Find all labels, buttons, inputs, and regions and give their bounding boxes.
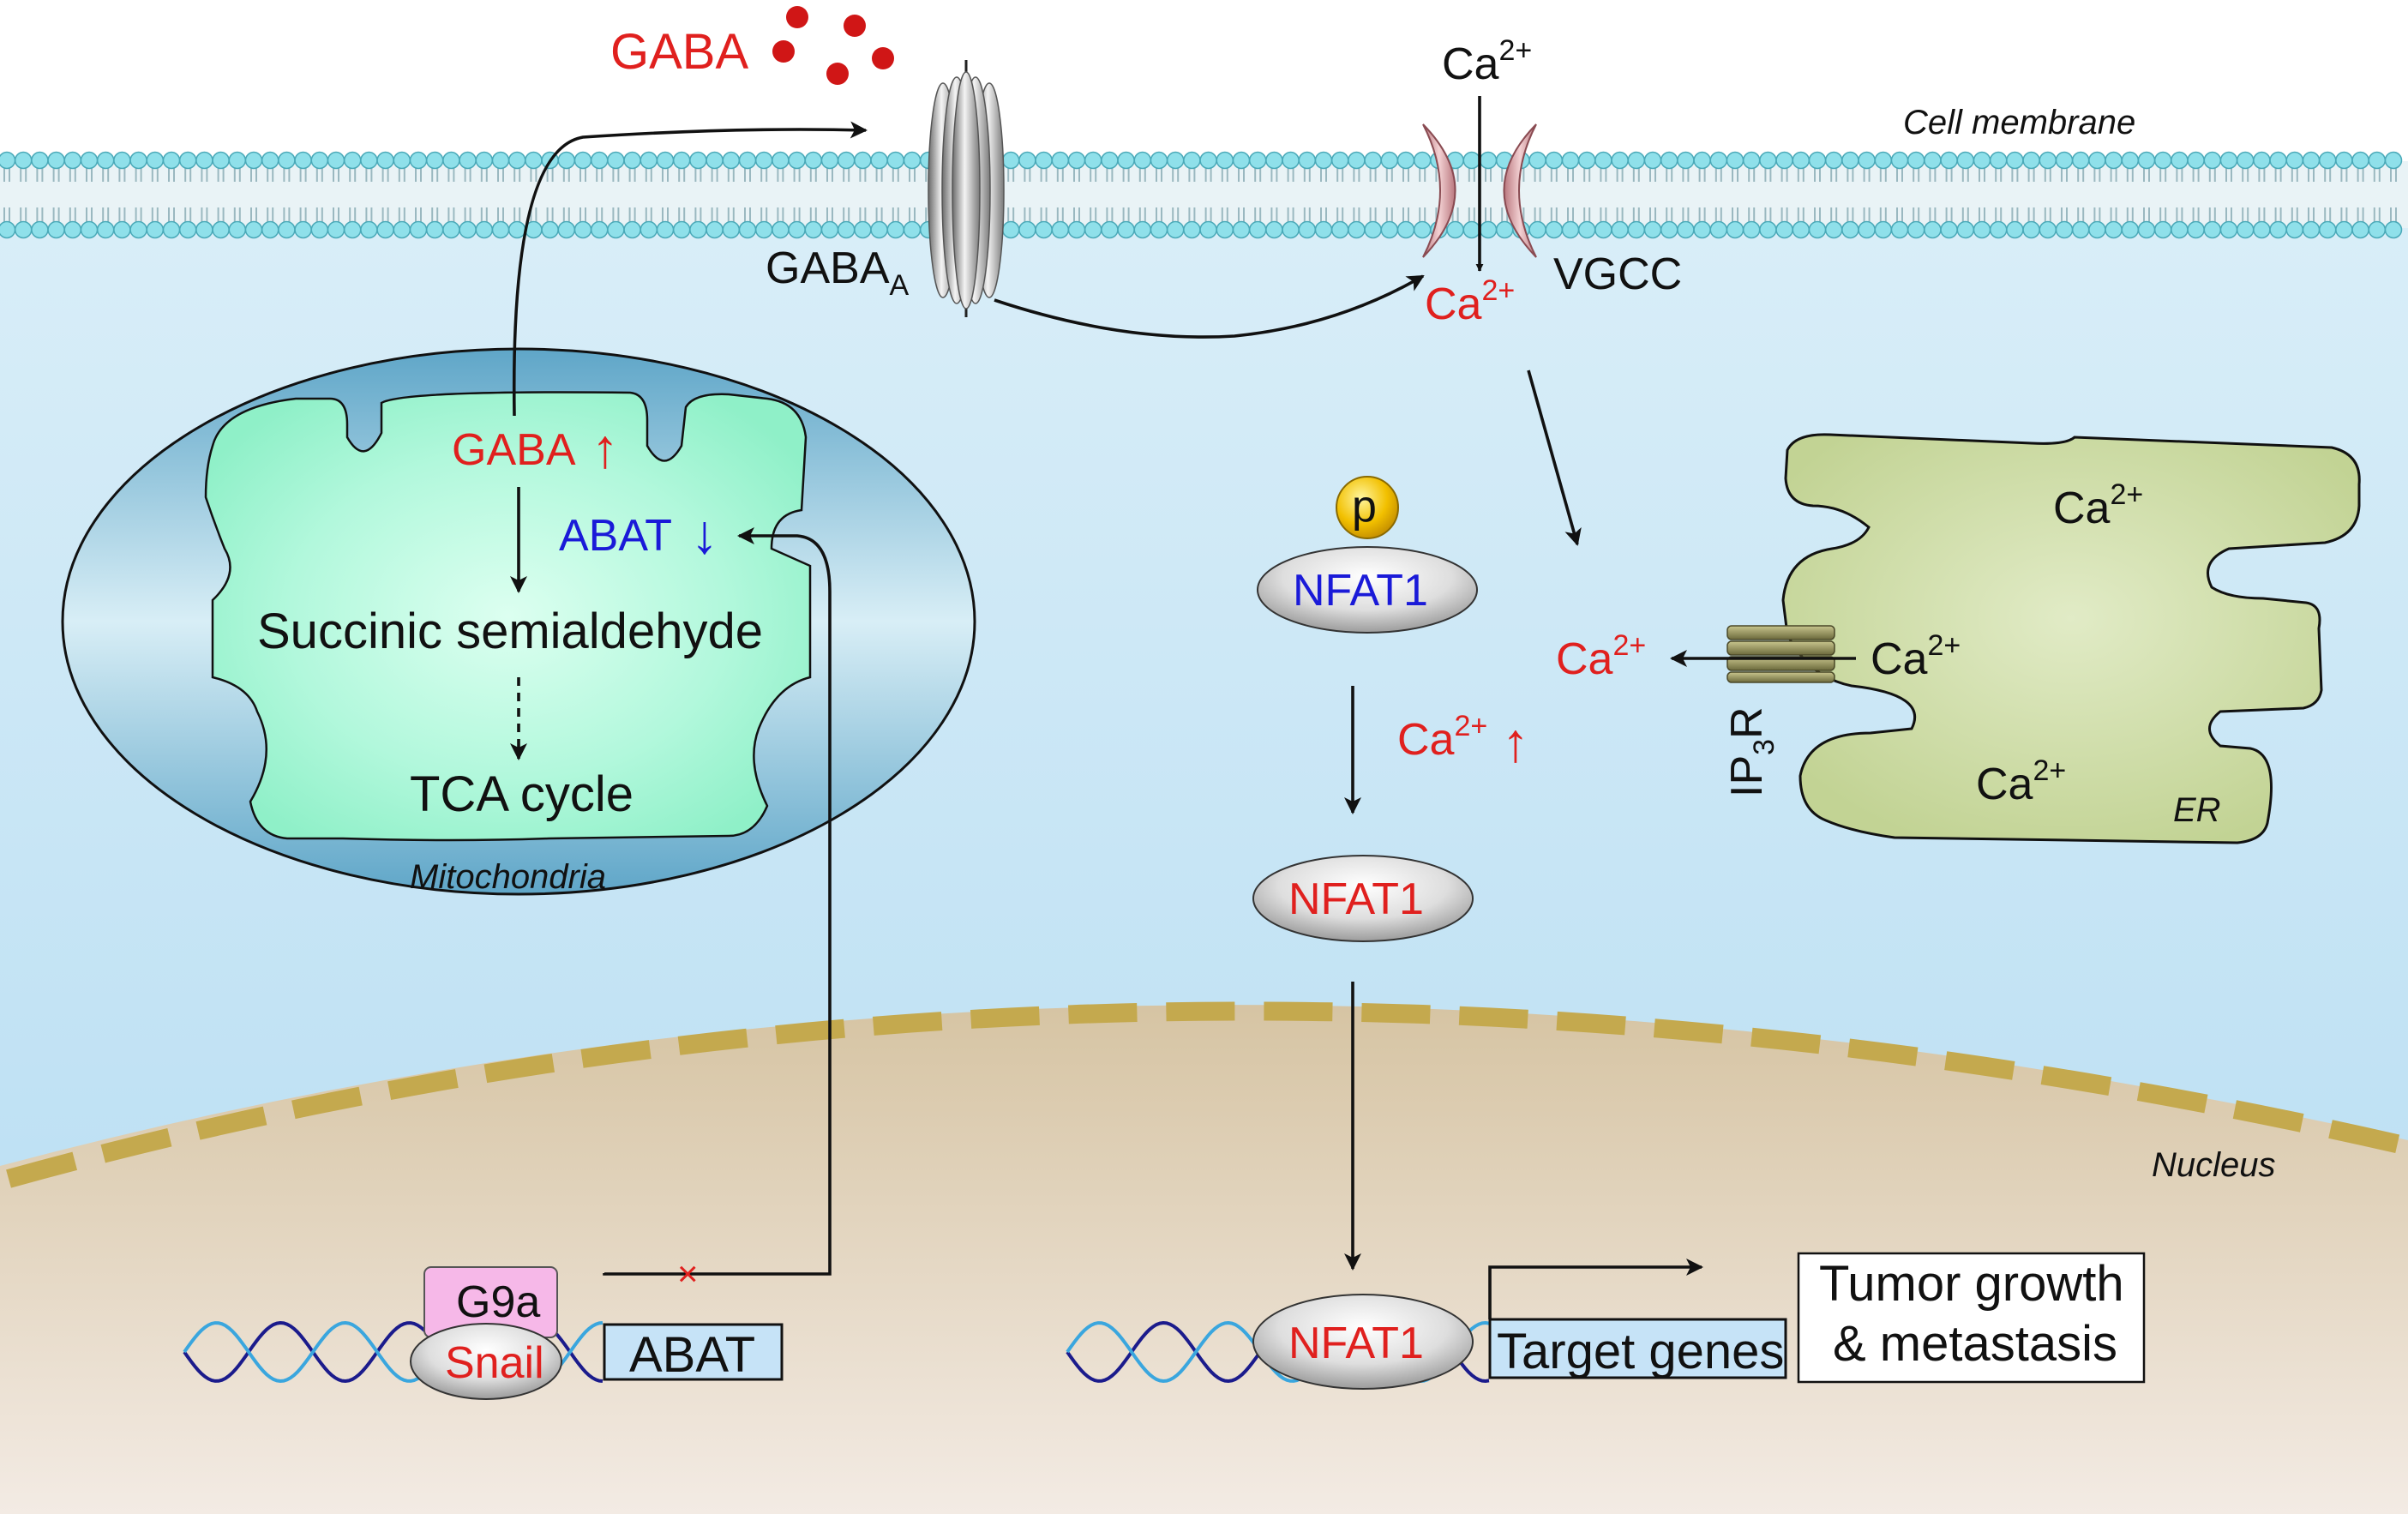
gaba-a-to-vgcc-arrow [994,274,1425,339]
tumor-outcome-line1: Tumor growth [1819,1256,2124,1312]
cell-membrane [0,151,2408,239]
nfat1-phosphorylated-label: NFAT1 [1293,566,1428,616]
ca-to-cytosol-arrow [1527,369,1582,546]
nfat1-nuclear-label: NFAT1 [1288,1319,1424,1368]
mito-abat-label: ABAT [559,511,672,561]
ip3r-label: IP3R [1722,706,1780,797]
nfat1-phosphorylated [1257,546,1478,634]
succinic-semialdehyde-label: Succinic semialdehyde [257,604,763,659]
ca-increase-label: Ca2+ [1397,710,1487,765]
target-genes-box [1488,1318,1787,1379]
vgcc-channel [1422,123,1537,258]
ca-vgcc-label: Ca2+ [1425,274,1515,329]
abat-gene-box [603,1323,784,1381]
gaba-a-label: GABAA [766,243,910,302]
er-ca-top-label: Ca2+ [2053,478,2143,533]
phosphate-label: p [1352,482,1377,532]
tca-cycle-label: TCA cycle [410,766,634,822]
nuclear-envelope [6,1001,2403,1188]
g9a-label: G9a [456,1277,540,1327]
gaba-up-arrow-icon: ↑ [591,418,619,479]
blocked-transcription-icon: × [677,1253,699,1294]
gaba-extracellular-label: GABA [610,24,748,80]
ca-extracellular-label: Ca2+ [1442,34,1532,89]
phosphate-group [1336,476,1399,539]
snail-protein [410,1323,562,1400]
nfat1-nuclear [1252,1294,1474,1390]
snail-label: Snail [445,1338,544,1388]
ca-up-arrow-icon: ↑ [1502,712,1529,773]
mitochondrion [61,347,976,896]
extracellular-space [0,0,2408,146]
er-ca-bottom-label: Ca2+ [1976,754,2066,809]
mitochondria-label: Mitochondria [410,858,606,896]
er-label: ER [2173,791,2221,829]
nfat1-active-label: NFAT1 [1288,874,1424,924]
nucleus-label: Nucleus [2152,1146,2276,1184]
ip3r-channel [1726,625,1835,683]
er-ca-source-label: Ca2+ [1871,629,1961,684]
endoplasmic-reticulum [1781,433,2361,844]
abat-gene-label: ABAT [629,1327,755,1383]
target-genes-label: Target genes [1497,1324,1784,1379]
tumor-outcome-line2: & metastasis [1833,1316,2117,1372]
gaba-export-arrow [512,121,868,417]
gaba-molecules [772,6,894,85]
er-ca-source-sup: 2+ [1927,629,1961,662]
abat-expression-arrow [603,527,832,1276]
er-ca-source-base: Ca [1871,634,1928,684]
nucleus [0,1005,2408,1514]
gaba-a-receptor [928,60,1005,317]
vgcc-label: VGCC [1553,249,1682,299]
cytosolic-ca-label: Ca2+ [1556,629,1646,684]
nfat1-active [1252,855,1474,942]
mito-gaba-label: GABA [452,425,576,475]
tumor-outcome-box [1797,1252,2146,1384]
target-gene-transcription-arrow [1488,1259,1703,1319]
abat-down-arrow-icon: ↓ [691,503,718,565]
cell-membrane-label: Cell membrane [1903,104,2135,141]
